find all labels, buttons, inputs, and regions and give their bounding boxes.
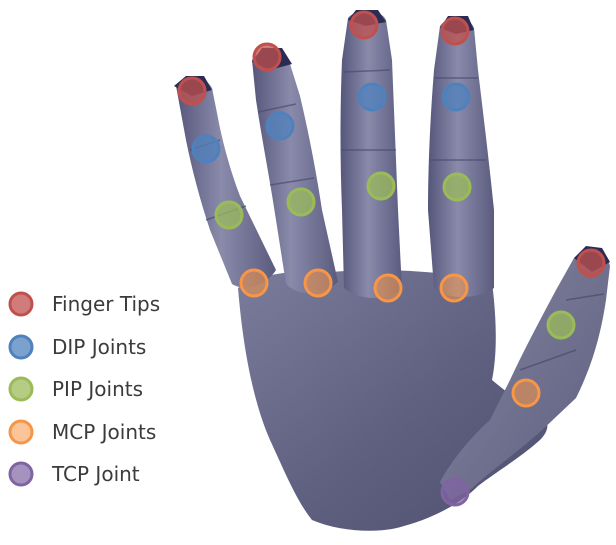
mcp-joint-little <box>241 270 267 296</box>
mcp-joint-thumb <box>513 380 539 406</box>
mcp-joints-marker-icon <box>8 419 34 445</box>
dip-joints-marker-icon <box>8 334 34 360</box>
dip-joint-ring <box>267 113 293 139</box>
pip-joints-marker-icon <box>8 376 34 402</box>
dip-joint-index <box>443 84 469 110</box>
tcp-joint <box>442 479 468 505</box>
fingertip-ring <box>254 44 280 70</box>
tcp-joint-marker-icon <box>8 461 34 487</box>
hand-model <box>174 10 610 531</box>
mcp-joint-ring <box>305 270 331 296</box>
index-finger <box>428 18 494 297</box>
fingertip-middle <box>351 12 377 38</box>
legend-label: MCP Joints <box>52 420 156 444</box>
fingertip-index <box>442 18 468 44</box>
middle-finger <box>341 11 403 298</box>
fingertip-little <box>179 78 205 104</box>
legend-label: TCP Joint <box>52 462 140 486</box>
mcp-joint-index <box>441 275 467 301</box>
dip-joint-little <box>193 136 219 162</box>
pip-joint-thumb <box>548 312 574 338</box>
pip-joint-ring <box>288 189 314 215</box>
legend-label: Finger Tips <box>52 292 160 316</box>
pip-joint-little <box>216 202 242 228</box>
finger-tips-marker-icon <box>8 291 34 317</box>
mcp-joint-middle <box>375 275 401 301</box>
pip-joint-middle <box>368 173 394 199</box>
dip-joint-middle <box>359 84 385 110</box>
pip-joint-index <box>444 174 470 200</box>
legend-label: PIP Joints <box>52 377 143 401</box>
legend-label: DIP Joints <box>52 335 146 359</box>
fingertip-thumb <box>578 250 604 276</box>
